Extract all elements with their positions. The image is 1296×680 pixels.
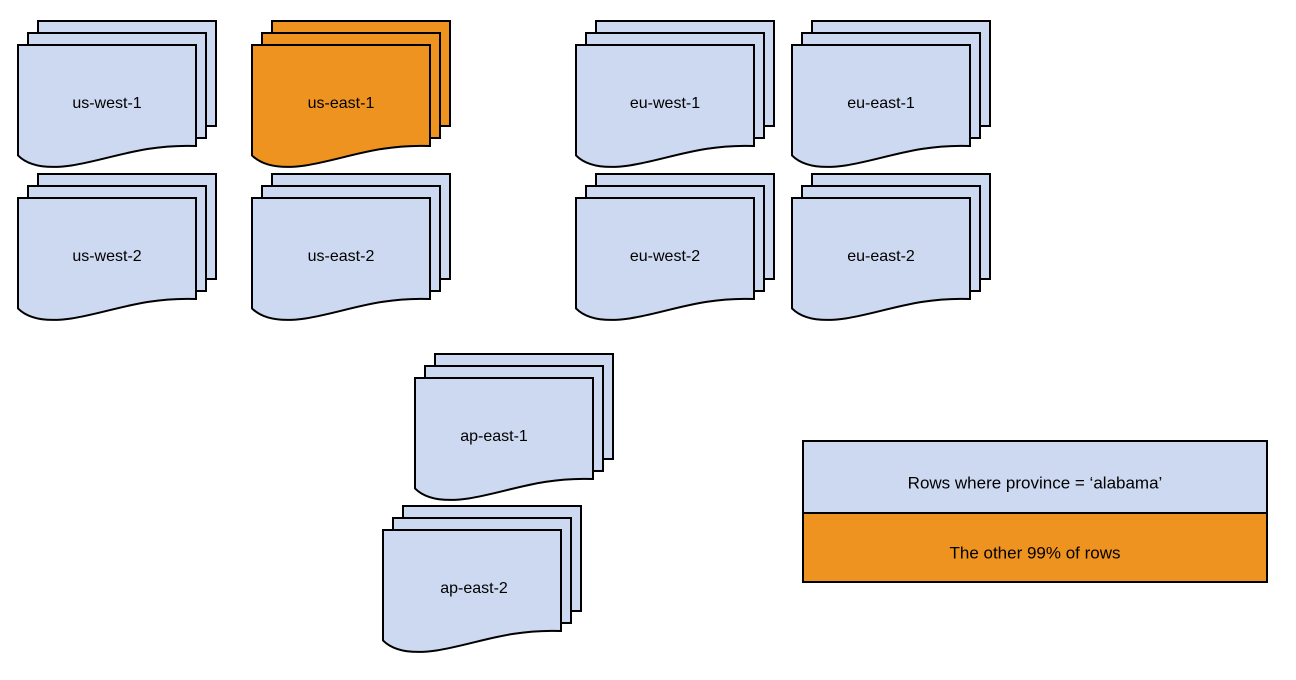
legend — [802, 440, 1268, 583]
stack-layer-front — [382, 529, 562, 653]
legend-row-alabama — [802, 440, 1268, 514]
data-stack-eu-east-2[interactable] — [791, 173, 991, 321]
legend-layer — [802, 440, 1268, 583]
stack-layer-front — [575, 44, 755, 168]
data-stack-eu-west-2[interactable] — [575, 173, 775, 321]
stack-layer-front — [414, 377, 594, 501]
data-stack-us-east-2[interactable] — [251, 173, 451, 321]
legend-row-other — [802, 512, 1268, 583]
stack-layer-front — [791, 197, 971, 321]
data-stack-ap-east-1[interactable] — [414, 353, 614, 501]
data-stack-us-west-1[interactable] — [17, 20, 217, 168]
data-stack-us-east-1[interactable] — [251, 20, 451, 168]
stack-layer-front — [251, 197, 431, 321]
stack-layer-front — [17, 197, 197, 321]
data-stack-eu-west-1[interactable] — [575, 20, 775, 168]
stack-layer-front — [791, 44, 971, 168]
stacks-layer — [17, 20, 991, 653]
data-stack-us-west-2[interactable] — [17, 173, 217, 321]
stack-layer-front — [251, 44, 431, 168]
stack-layer-front — [575, 197, 755, 321]
data-stack-ap-east-2[interactable] — [382, 505, 582, 653]
data-stack-eu-east-1[interactable] — [791, 20, 991, 168]
stack-layer-front — [17, 44, 197, 168]
